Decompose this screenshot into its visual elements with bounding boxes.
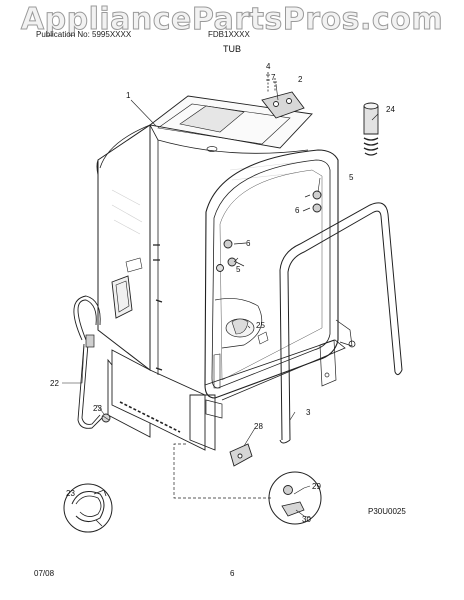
callout-5-right: 5	[349, 173, 354, 182]
door-gasket	[279, 202, 403, 444]
callout-22: 22	[50, 379, 59, 388]
section-title: TUB	[223, 44, 241, 54]
detail-inset-29-30	[268, 471, 322, 525]
spring-part-24	[363, 102, 379, 156]
callout-7: 7	[271, 73, 276, 82]
callout-2: 2	[298, 75, 303, 84]
callout-25: 25	[256, 321, 265, 330]
watermark: AppliancePartsPros.com	[20, 2, 444, 38]
callout-3: 3	[306, 408, 311, 417]
tub-assembly	[96, 95, 313, 375]
hose-part-22	[73, 295, 103, 429]
fasteners-part-5-6-right	[302, 190, 322, 213]
clamp-part-23	[101, 413, 111, 423]
bracket-part-28	[229, 443, 253, 467]
publication-number: Publication No: 5995XXXX	[36, 30, 132, 39]
callout-29: 29	[312, 482, 321, 491]
callout-24: 24	[386, 105, 395, 114]
callout-1: 1	[126, 91, 131, 100]
inset-leader-line	[173, 443, 272, 499]
callout-leaders	[62, 83, 379, 519]
model-number: FDB1XXXX	[208, 30, 250, 39]
fasteners-part-5-6-left	[216, 239, 247, 272]
callout-6-right: 6	[295, 206, 300, 215]
screws-part-4-7	[266, 72, 277, 92]
tub-base	[107, 319, 356, 451]
callout-23: 23	[93, 404, 102, 413]
figure-code: P30U0025	[368, 507, 406, 516]
callout-labels: 1 2 4 7 24 5 6 6 5 25 22 23 3 28 29 30 2…	[50, 62, 406, 524]
door-frame	[204, 149, 339, 399]
callout-5-left: 5	[236, 265, 241, 274]
footer-date: 07/08	[34, 569, 55, 578]
callout-28: 28	[254, 422, 263, 431]
callout-30: 30	[302, 515, 311, 524]
hinge-bracket-part-2	[261, 91, 305, 119]
callout-6-left: 6	[246, 239, 251, 248]
callout-23-inset: 23	[66, 489, 75, 498]
callout-4: 4	[266, 62, 271, 71]
detail-inset-23	[63, 483, 113, 533]
footer-page-number: 6	[230, 569, 235, 578]
